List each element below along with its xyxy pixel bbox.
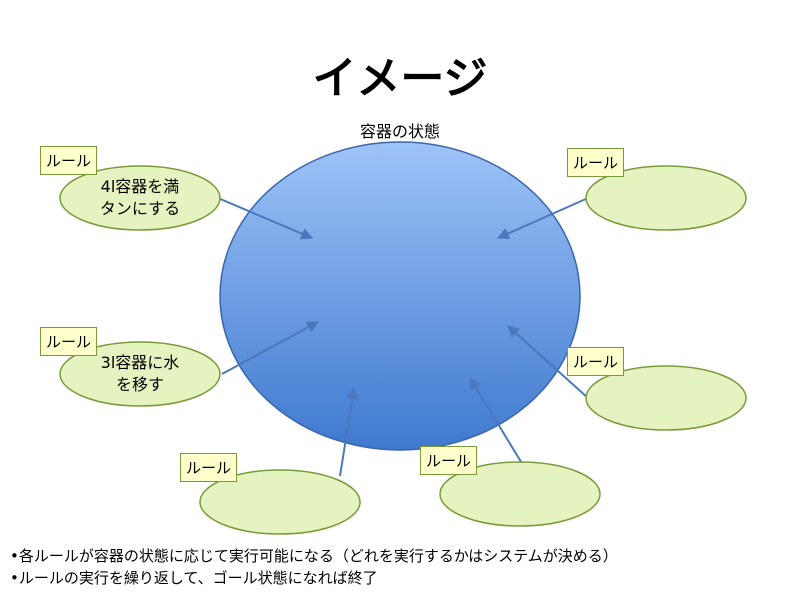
rule-tag-3: ルール xyxy=(40,327,98,356)
rule-1-text: 4l容器を満 タンにする xyxy=(99,177,181,218)
arrow-rule-3 xyxy=(221,321,320,375)
rule-oval-1 xyxy=(59,165,221,231)
rule-tag-5: ルール xyxy=(180,453,238,482)
arrow-rule-2 xyxy=(496,197,589,240)
rule-tag-6: ルール xyxy=(420,446,478,475)
note-1: •各ルールが容器の状態に応じて実行可能になる（どれを実行するかはシステムが決める… xyxy=(10,547,618,565)
arrow-rule-1 xyxy=(217,197,314,240)
rule-oval-6 xyxy=(439,461,601,527)
rule-tag-1: ルール xyxy=(40,146,98,175)
arrow-rule-5 xyxy=(339,386,359,477)
page-title: イメージ xyxy=(312,53,488,104)
rule-oval-2 xyxy=(585,165,747,231)
state-label: 容器の状態 xyxy=(359,122,440,141)
rule-oval-5 xyxy=(199,469,361,535)
arrow-rule-6 xyxy=(469,376,527,471)
rule-oval-3 xyxy=(59,341,221,407)
rule-tag-4: ルール xyxy=(567,347,625,376)
rule-oval-4 xyxy=(585,365,747,431)
container-state-ellipse xyxy=(219,141,581,451)
note-2: •ルールの実行を繰り返して、ゴール状態になれば終了 xyxy=(10,569,378,587)
notes: •各ルールが容器の状態に応じて実行可能になる（どれを実行するかはシステムが決める… xyxy=(10,545,618,589)
arrow-rule-4 xyxy=(507,325,589,399)
rule-3-text: 3l容器に水 を移す xyxy=(100,353,180,394)
rule-tag-2: ルール xyxy=(567,148,625,177)
